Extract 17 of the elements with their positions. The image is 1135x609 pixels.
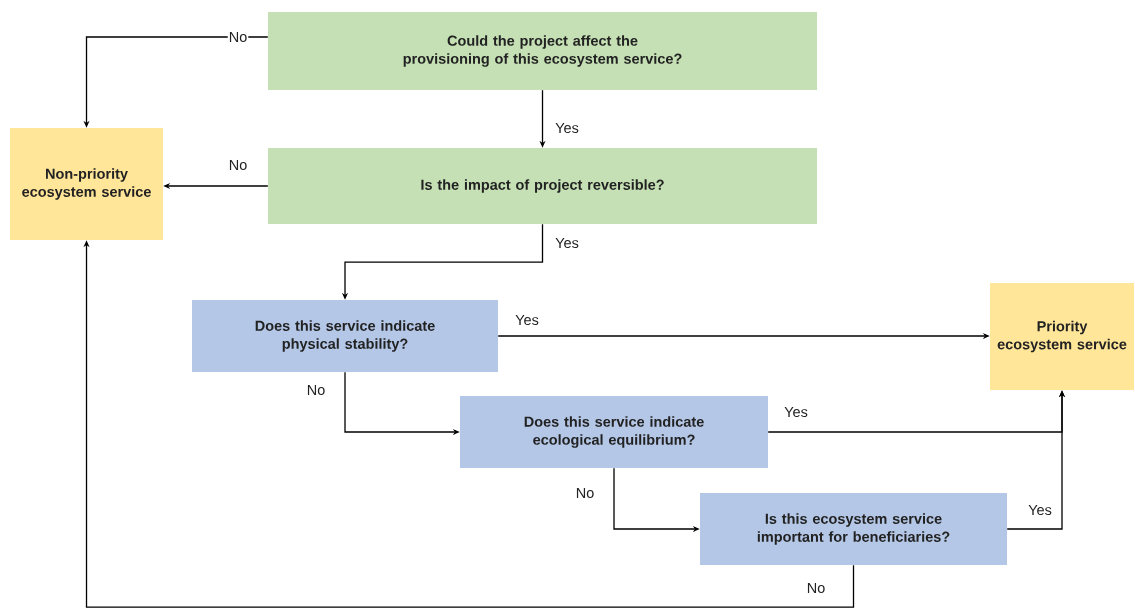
decision-box: Is the impact of project reversible? [268, 148, 817, 224]
decision-box: Does this service indicate physical stability? [192, 300, 498, 372]
edge-label: No [227, 30, 249, 44]
edge-label: Yes [514, 313, 540, 327]
edge-label: Yes [554, 121, 580, 135]
edge-label: No [574, 486, 596, 500]
decision-box: Does this service indicate ecological equilibrium? [460, 396, 768, 468]
outcome-box: Priority ecosystem service [990, 283, 1134, 390]
edge-label: Yes [783, 405, 809, 419]
edge-label: Yes [1027, 503, 1053, 517]
edge-label: No [805, 581, 827, 595]
outcome-box: Non-priority ecosystem service [10, 128, 163, 240]
decision-box: Could the project affect the provisioning of this ecosystem service? [268, 12, 817, 90]
edge-label: No [305, 383, 327, 397]
decision-box: Is this ecosystem service important for beneficiaries? [700, 493, 1007, 565]
edge-label: Yes [554, 236, 580, 250]
edge-label: No [227, 158, 249, 172]
